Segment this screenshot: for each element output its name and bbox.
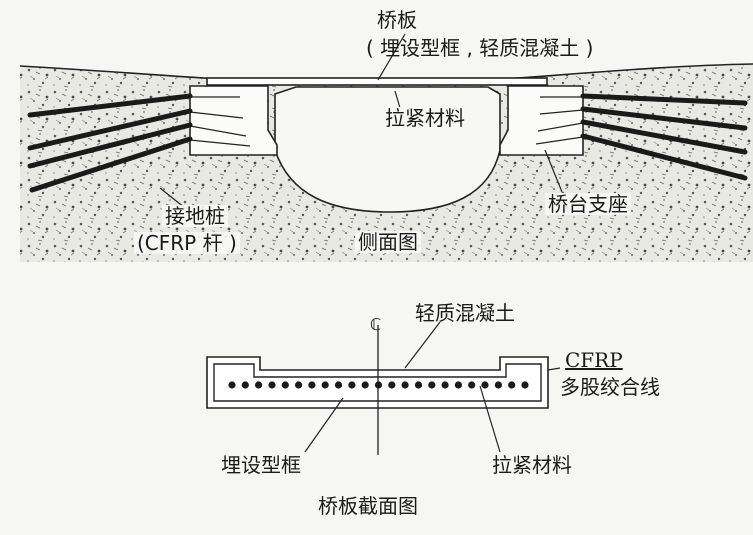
concrete-leader	[404, 321, 441, 369]
strand-dot	[441, 381, 449, 389]
cross-section	[206, 321, 561, 455]
tension-leader-2	[479, 385, 501, 453]
pile-leader	[159, 187, 186, 209]
strand-dot	[454, 381, 462, 389]
strand-label: 多股绞合线	[560, 375, 660, 399]
strand-dot	[228, 381, 236, 389]
strand-dot	[334, 381, 343, 389]
strand-dot	[255, 381, 263, 389]
bridge-deck	[206, 77, 548, 86]
strand-dot	[268, 381, 276, 389]
tension-label: 拉紧材料	[382, 107, 468, 129]
strand-dot	[401, 381, 409, 389]
strand-row	[228, 381, 529, 389]
strand-dot	[481, 381, 489, 389]
strand-dot	[414, 381, 423, 389]
anchor-pile-label: 接地桩	[162, 205, 228, 227]
strand-dot	[388, 381, 396, 389]
strand-dot	[295, 381, 303, 389]
abutment-label: 桥台支座	[545, 193, 631, 215]
side-view	[19, 33, 753, 262]
strand-dot	[428, 381, 436, 389]
tension-label-2: 拉紧材料	[492, 453, 572, 477]
strand-dot	[308, 381, 316, 389]
centerline-mark: ℂ	[370, 315, 382, 334]
left-abutment	[189, 85, 278, 156]
strand-dot	[374, 381, 383, 389]
right-abutment	[499, 85, 584, 156]
deck-label: 桥板	[377, 8, 417, 32]
deck-spec-label: ( 埋设型框 , 轻质混凝土 )	[366, 36, 594, 60]
cfrp-label: CFRP	[565, 348, 623, 372]
strand-dot	[281, 381, 289, 389]
strand-dot	[508, 381, 516, 389]
strand-dot	[494, 381, 502, 389]
tension-leader	[394, 90, 401, 109]
anchor-pile-spec-label: (CFRP 杆 )	[134, 232, 240, 254]
frame-leader	[304, 397, 344, 453]
frame-label: 埋设型框	[221, 453, 301, 477]
right-anchor-piles	[580, 93, 748, 181]
cfrp-leader	[547, 367, 561, 371]
frame-inner	[213, 363, 542, 402]
cross-section-title: 桥板截面图	[318, 494, 418, 518]
abutment-leader	[544, 149, 563, 193]
left-anchor-piles	[27, 93, 193, 193]
strand-dot	[361, 381, 369, 389]
strand-dot	[521, 381, 529, 389]
strand-dot	[348, 381, 356, 389]
strand-dot	[241, 381, 249, 389]
strand-dot	[468, 381, 476, 389]
concrete-label: 轻质混凝土	[415, 301, 515, 325]
deck-leader	[377, 33, 406, 81]
side-view-title: 侧面图	[355, 231, 421, 253]
strand-dot	[321, 381, 329, 389]
